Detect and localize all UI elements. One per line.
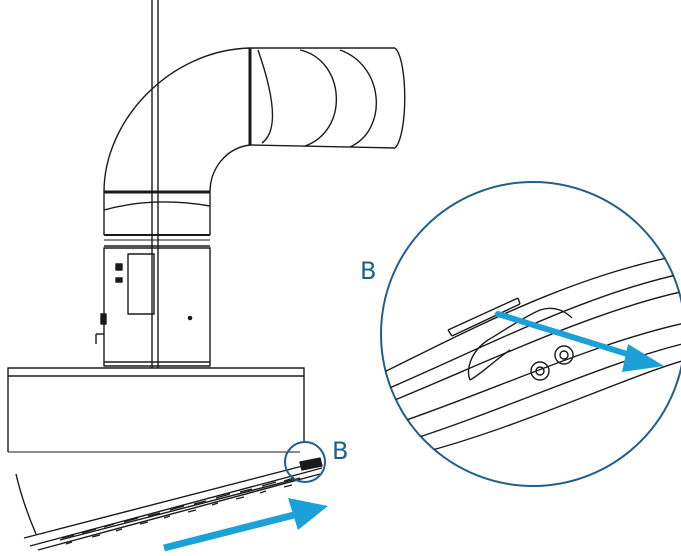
overview-assembly xyxy=(7,0,406,551)
detail-callout-label: B xyxy=(360,257,376,285)
detail-arrow xyxy=(495,311,664,372)
detail-callout-circle xyxy=(380,181,681,487)
latch xyxy=(299,457,323,471)
motor-housing xyxy=(95,245,211,367)
detail-view xyxy=(380,181,681,487)
overview-callout-circle xyxy=(284,441,326,483)
elbow-duct xyxy=(103,47,406,241)
filter-frame xyxy=(23,461,323,551)
filter-perforations xyxy=(61,477,295,545)
detail-latch xyxy=(447,297,573,381)
overview-callout-label: B xyxy=(332,437,348,465)
overview-arrow xyxy=(163,498,328,552)
detail-screws xyxy=(530,345,574,381)
suspension-rod xyxy=(151,0,159,368)
hood-canopy xyxy=(7,367,305,535)
detail-frame-edges xyxy=(381,251,681,453)
